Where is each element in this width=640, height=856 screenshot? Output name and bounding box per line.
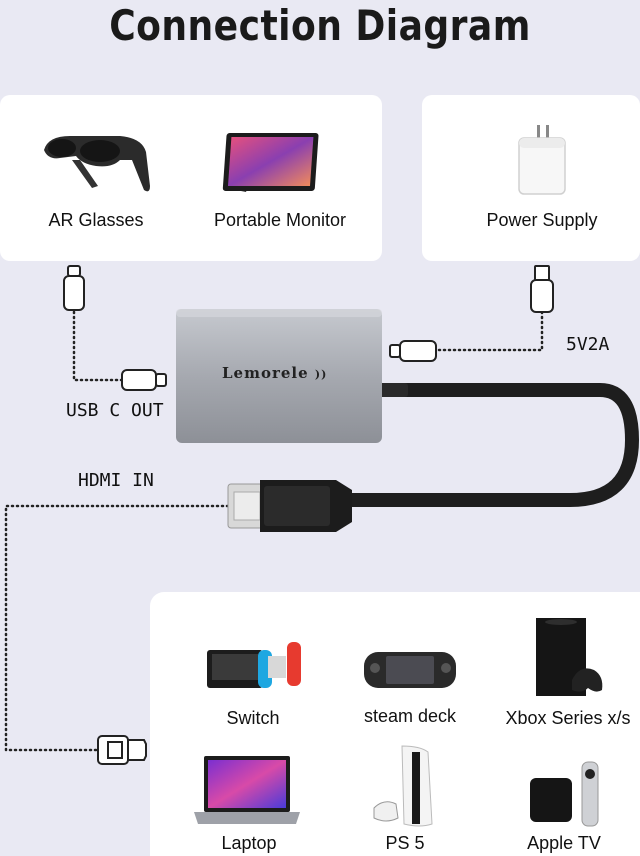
source-label-steam-deck: steam deck — [363, 706, 457, 726]
xbox-icon — [536, 618, 603, 696]
laptop-icon — [194, 756, 300, 824]
hdmi-cable — [343, 383, 640, 507]
output-devices-card — [0, 95, 382, 261]
switch-icon — [207, 642, 301, 688]
source-label-switch: Switch — [226, 708, 280, 728]
dotted-connection-lines — [4, 310, 544, 752]
power-plug-icon — [389, 340, 437, 362]
hdmi-in-label: HDMI IN — [78, 470, 154, 491]
source-label-apple-tv: Apple TV — [527, 833, 601, 853]
power-adapter-icon — [518, 125, 566, 195]
source-label-xbox: Xbox Series x/s — [505, 708, 631, 728]
usb-c-out-label: USB C OUT — [66, 400, 164, 421]
ps5-icon — [373, 745, 433, 827]
adapter-body — [176, 309, 382, 443]
portable-monitor-label: Portable Monitor — [213, 210, 347, 230]
usb-c-plug-icon — [63, 265, 85, 311]
source-label-laptop: Laptop — [221, 833, 277, 853]
power-supply-label: Power Supply — [486, 210, 598, 230]
ar-glasses-icon — [44, 136, 150, 192]
steam-deck-icon — [364, 652, 456, 688]
adapter-brand-text: Lemorele — [222, 364, 309, 382]
usb-plug-icon — [530, 265, 554, 313]
portable-monitor-icon — [222, 133, 319, 192]
hdmi-connector — [227, 480, 352, 532]
signal-icon: )) — [314, 368, 328, 381]
adapter-brand-logo: Lemorele )) — [222, 364, 332, 382]
ar-glasses-label: AR Glasses — [48, 210, 144, 230]
apple-tv-icon — [530, 761, 599, 827]
power-spec-label: 5V2A — [566, 334, 610, 355]
usb-c-out-plug-icon — [121, 369, 167, 391]
source-label-ps5: PS 5 — [385, 833, 425, 853]
page-title: Connection Diagram — [109, 1, 531, 50]
hdmi-plug-icon — [97, 735, 147, 765]
